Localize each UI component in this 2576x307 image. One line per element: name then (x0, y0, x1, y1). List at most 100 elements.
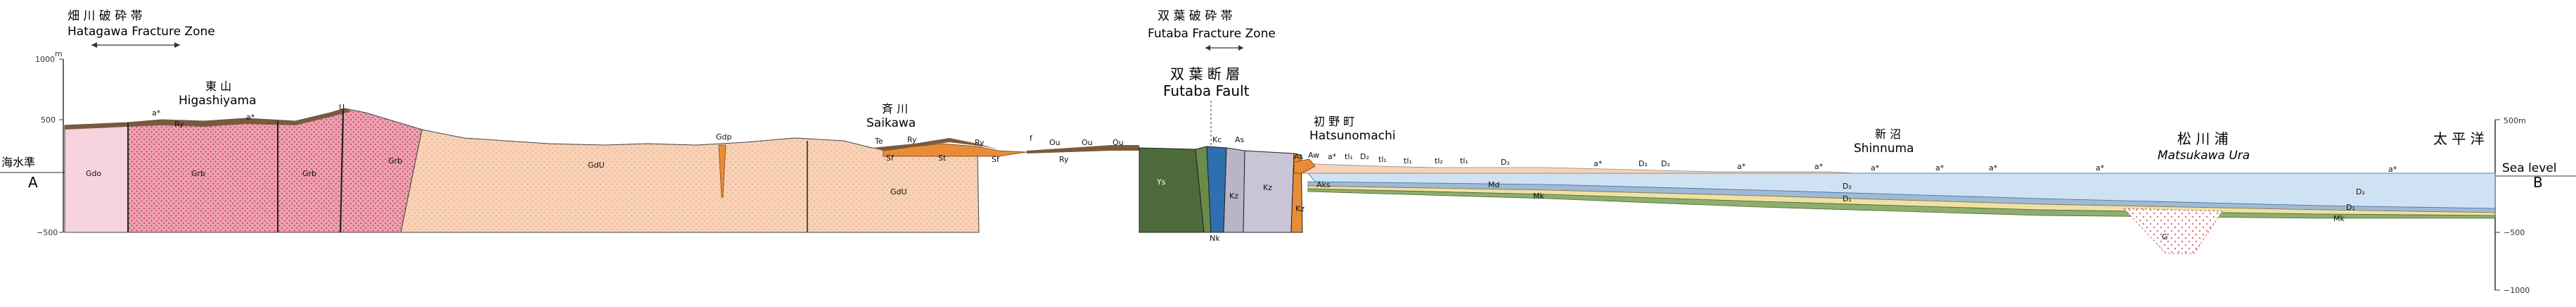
label-te: Te (874, 137, 883, 146)
label-f: f (1030, 134, 1033, 143)
regolith-cap (65, 108, 352, 130)
saikawa-en: Saikawa (866, 116, 916, 130)
label-astar-2: a* (246, 113, 255, 122)
place-names: 東 山 Higashiyama 斉 川 Saikawa 初 野 町 Hatsun… (179, 80, 2485, 163)
label-u: U (339, 103, 345, 112)
unit-gdp-dike (718, 144, 726, 198)
left-axis: 1000 m 500 −500 海水準 A (0, 49, 67, 237)
label-ou-3: Ou (1113, 138, 1124, 147)
label-nk: Nk (1210, 234, 1220, 243)
coastal-offshore: As Aw Aks a* tl₁ D₂ tl₁ tl₁ tl₂ tl₁ D₂ a… (1293, 151, 2496, 254)
label-astar-10: a* (2096, 163, 2105, 173)
label-astar-7: a* (1871, 163, 1880, 173)
label-ys: Ys (1156, 177, 1166, 187)
hatagawa-jp: 畑 川 破 砕 帯 (68, 9, 143, 23)
label-tl1-1: tl₁ (1345, 152, 1353, 161)
hatsunomachi-jp: 初 野 町 (1314, 115, 1354, 128)
right-tick-neg500: −500 (2504, 228, 2525, 237)
unit-kz-grey (1223, 147, 1245, 233)
futaba-zone-jp: 双 葉 破 砕 帯 (1158, 9, 1233, 23)
label-sf-2: Sf (992, 155, 1000, 164)
label-as-1: As (1235, 135, 1245, 144)
left-tick-neg500: −500 (37, 228, 58, 237)
coastal-terrace (1300, 163, 1857, 174)
label-mk-1: Mk (1533, 192, 1544, 201)
label-d2-6: D₂ (2356, 187, 2365, 196)
label-kz-3: Kz (1295, 204, 1305, 213)
matsukawa-en: Matsukawa Ura (2158, 149, 2250, 163)
label-md: Md (1488, 180, 1499, 189)
label-kz-1: Kz (1229, 192, 1238, 201)
matsukawa-jp: 松 川 浦 (2177, 130, 2229, 147)
hatsunomachi-en: Hatsunomachi (1309, 129, 1396, 143)
label-ry-4: Ry (1059, 155, 1069, 164)
unit-gdu-body (400, 129, 980, 233)
label-kz-2: Kz (1263, 183, 1272, 192)
label-tl1-4: tl₁ (1460, 156, 1468, 165)
unit-mk-band (1307, 188, 2496, 219)
label-d2-4: D₂ (1661, 159, 1670, 168)
hatagawa-zone-title: 畑 川 破 砕 帯 Hatagawa Fracture Zone (68, 9, 215, 48)
futaba-fault-jp: 双 葉 断 層 (1170, 65, 1240, 82)
hatagawa-en: Hatagawa Fracture Zone (68, 25, 215, 39)
label-astar-1: a* (152, 108, 161, 118)
label-tl1-3: tl₁ (1404, 156, 1412, 165)
unit-aw (1293, 158, 1316, 174)
shinnuma-jp: 新 沼 (1875, 127, 1901, 141)
label-tl1-2: tl₁ (1378, 155, 1387, 164)
unit-ys (1139, 147, 1205, 233)
sea-level-label: Sea level (2502, 161, 2557, 175)
western-block: Gdo Grb Grb Grb GdU GdU Gdp U Ry a* a* (64, 103, 980, 233)
label-d2-2: D₂ (1501, 158, 1510, 167)
label-d2-5: D₂ (1843, 182, 1852, 191)
futaba-fault-blocks: Ys Kc As Kz Kz Kz Nk (1139, 135, 1305, 243)
right-tick-neg1000: −1000 (2504, 286, 2530, 295)
label-grb-1: Grb (191, 169, 205, 178)
label-grb-2: Grb (302, 169, 316, 178)
label-kc: Kc (1212, 135, 1222, 144)
label-g: G (2162, 232, 2168, 242)
futaba-zone-en: Futaba Fracture Zone (1148, 27, 1276, 41)
label-grb-3: Grb (388, 156, 402, 165)
left-tick-500: 500 (41, 115, 56, 125)
label-st: St (938, 154, 947, 163)
label-ou-1: Ou (1049, 138, 1060, 147)
label-astar-4: a* (1594, 159, 1603, 168)
label-astar-9: a* (1989, 163, 1998, 173)
futaba-zone-title: 双 葉 破 砕 帯 Futaba Fracture Zone 双 葉 断 層 F… (1148, 9, 1276, 145)
sea-level-jp: 海水準 (1, 156, 35, 169)
label-as-2: As (1294, 152, 1304, 161)
label-aw: Aw (1308, 151, 1319, 160)
left-unit: m (55, 49, 63, 58)
right-tick-500: 500m (2504, 116, 2526, 125)
section-end-a: A (28, 174, 38, 191)
label-d2-1: D₂ (1360, 152, 1369, 161)
label-gdp: Gdp (716, 132, 732, 142)
left-tick-1000: 1000 (35, 55, 55, 64)
higashiyama-jp: 東 山 (205, 80, 231, 93)
label-ry-2: Ry (907, 135, 917, 144)
label-ry-3: Ry (975, 138, 985, 147)
unit-ou-cover (1027, 145, 1139, 154)
unit-g-granite (2123, 208, 2223, 254)
label-gdu-1: GdU (588, 161, 605, 170)
label-sf-1: Sf (886, 154, 895, 163)
label-astar-8: a* (1935, 163, 1944, 173)
label-gdu-2: GdU (890, 187, 907, 196)
shinnuma-en: Shinnuma (1854, 142, 1914, 156)
pacific-jp: 太 平 洋 (2433, 130, 2485, 147)
section-end-b: B (2533, 174, 2543, 191)
label-mk-2: Mk (2333, 214, 2345, 223)
label-aks: Aks (1316, 180, 1331, 189)
label-astar-3: a* (1328, 152, 1337, 161)
higashiyama-en: Higashiyama (179, 94, 257, 108)
unit-grb-body (127, 108, 423, 233)
label-d2-3: D₂ (1639, 159, 1648, 168)
label-d1-2: D₁ (2346, 203, 2355, 212)
label-gdo: Gdo (86, 169, 102, 178)
saikawa-jp: 斉 川 (882, 102, 908, 115)
label-astar-11: a* (2388, 165, 2397, 174)
label-ou-2: Ou (1082, 138, 1093, 147)
right-axis: 500m −500 −1000 Sea level B (2490, 116, 2576, 295)
